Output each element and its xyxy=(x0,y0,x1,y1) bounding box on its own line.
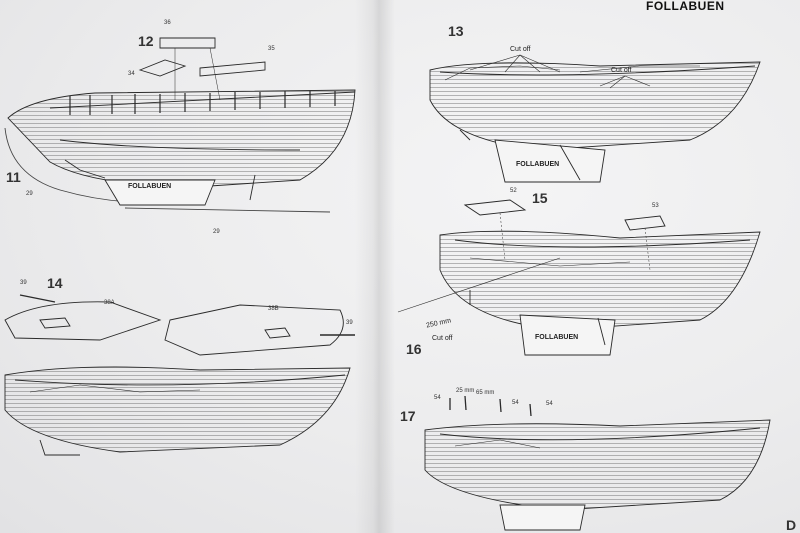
part-label: 54 xyxy=(512,400,519,406)
spacing-dimension: 65 mm xyxy=(476,390,495,396)
cut-off-note: Cut off xyxy=(432,335,453,342)
part-label: 38B xyxy=(268,306,279,312)
hull-step-15 xyxy=(397,199,761,356)
part-label: 39 xyxy=(346,320,353,326)
step-number-14: 14 xyxy=(47,275,63,291)
spacing-dimension: 25 mm xyxy=(456,388,475,394)
hull-step-13 xyxy=(429,54,761,183)
stand-nameplate: FOLLABUEN xyxy=(535,334,579,341)
seat-parts-step-12 xyxy=(138,37,266,101)
step-number-11: 11 xyxy=(6,169,21,185)
corner-letter: D xyxy=(786,517,797,533)
step-number-15: 15 xyxy=(532,190,548,206)
part-label: 54 xyxy=(434,395,441,401)
deck-parts-step-14 xyxy=(4,294,355,356)
hull-left-bottom xyxy=(4,366,351,456)
part-label: 29 xyxy=(26,191,33,197)
step-number-13: 13 xyxy=(448,23,464,39)
hull-step-17 xyxy=(424,395,771,531)
hull-step-11 xyxy=(4,89,356,213)
part-label: 36 xyxy=(164,20,171,26)
cut-off-note: Cut off xyxy=(510,46,531,53)
step-number-17: 17 xyxy=(400,408,416,424)
stand-nameplate: FOLLABUEN xyxy=(516,161,560,168)
page-title: FOLLABUEN xyxy=(646,0,725,13)
part-label: 34 xyxy=(128,71,135,77)
page-gutter xyxy=(355,0,395,533)
part-label: 53 xyxy=(652,203,659,209)
step-number-16: 16 xyxy=(406,341,422,357)
cut-off-note: Cut off xyxy=(611,67,632,74)
part-label: 52 xyxy=(510,188,517,194)
part-label: 54 xyxy=(546,401,553,407)
part-label: 38A xyxy=(104,300,115,306)
step-number-12: 12 xyxy=(138,33,154,49)
part-label: 29 xyxy=(213,229,220,235)
part-label: 39 xyxy=(20,280,27,286)
stand-nameplate: FOLLABUEN xyxy=(128,183,172,190)
part-label: 35 xyxy=(268,46,275,52)
